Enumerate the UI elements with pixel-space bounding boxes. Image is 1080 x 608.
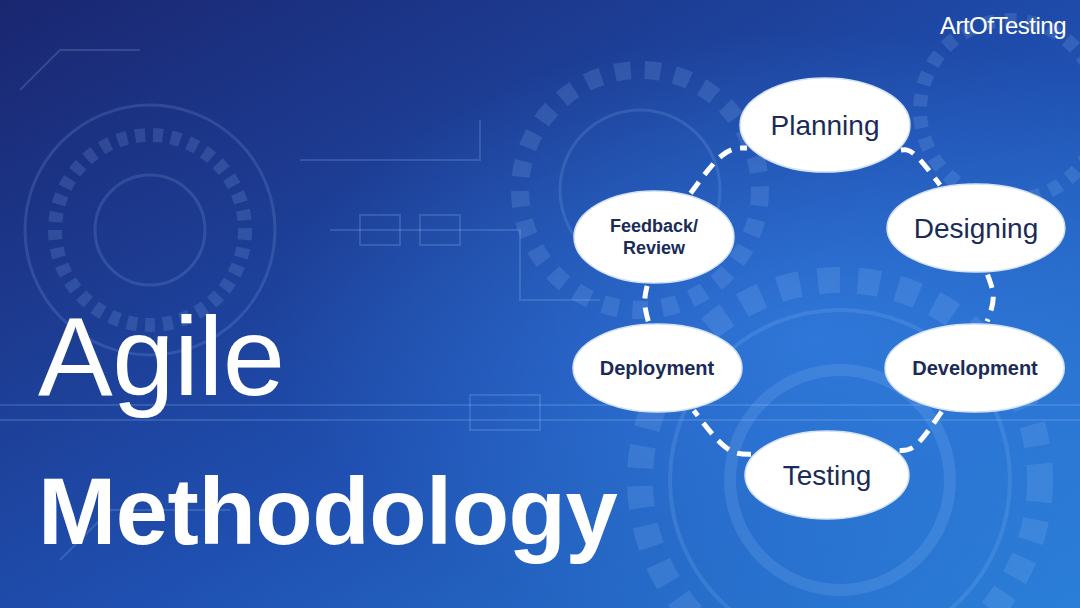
gear-decoration (25, 20, 1080, 608)
title: Agile Methodology (38, 279, 678, 589)
gear-teeth (920, 20, 1080, 200)
dashed-connector (691, 148, 747, 193)
process-ellipse: Deployment (572, 323, 743, 413)
node-text-group: Testing (783, 458, 872, 493)
node-text-group: Feedback/ Review (599, 215, 709, 260)
process-ellipse: Planning (739, 77, 911, 173)
node-text-group: Planning (771, 108, 880, 143)
ellipse-outline (574, 191, 734, 283)
dashed-connector (901, 150, 940, 185)
ellipse-outline (887, 184, 1065, 272)
dashed-connector (987, 275, 993, 322)
process-ellipse: Designing (886, 183, 1066, 273)
ring (730, 370, 950, 590)
ellipse-outline (885, 324, 1064, 412)
node-text-group: Deployment (600, 356, 714, 381)
node-label: Feedback/ Review (599, 215, 709, 260)
node-label: Development (912, 356, 1038, 381)
gear-teeth (520, 70, 760, 310)
circuit-block (360, 215, 400, 245)
node-text-group: Development (912, 356, 1038, 381)
node-text-group: Designing (914, 211, 1039, 246)
ellipse-shape (573, 190, 735, 284)
logo-text: ArtOfTesting (940, 12, 1066, 40)
node-label: Testing (783, 458, 872, 493)
node-label: Deployment (600, 356, 714, 381)
ring (95, 175, 205, 285)
circuit-block (420, 215, 460, 245)
circuit-line (300, 120, 600, 300)
circuit-block (470, 395, 540, 430)
dashed-connector (645, 286, 648, 321)
node-label: Planning (771, 108, 880, 143)
process-ellipse: Development (884, 323, 1065, 413)
node-label: Designing (914, 211, 1039, 246)
ellipse-outline (745, 431, 909, 519)
ellipse-outline (573, 324, 742, 412)
process-ellipse: Testing (744, 430, 910, 520)
process-ellipse: Feedback/ Review (573, 190, 735, 284)
ellipse-outline (740, 78, 910, 172)
dashed-connector (694, 410, 751, 454)
dashed-connector (899, 412, 941, 451)
